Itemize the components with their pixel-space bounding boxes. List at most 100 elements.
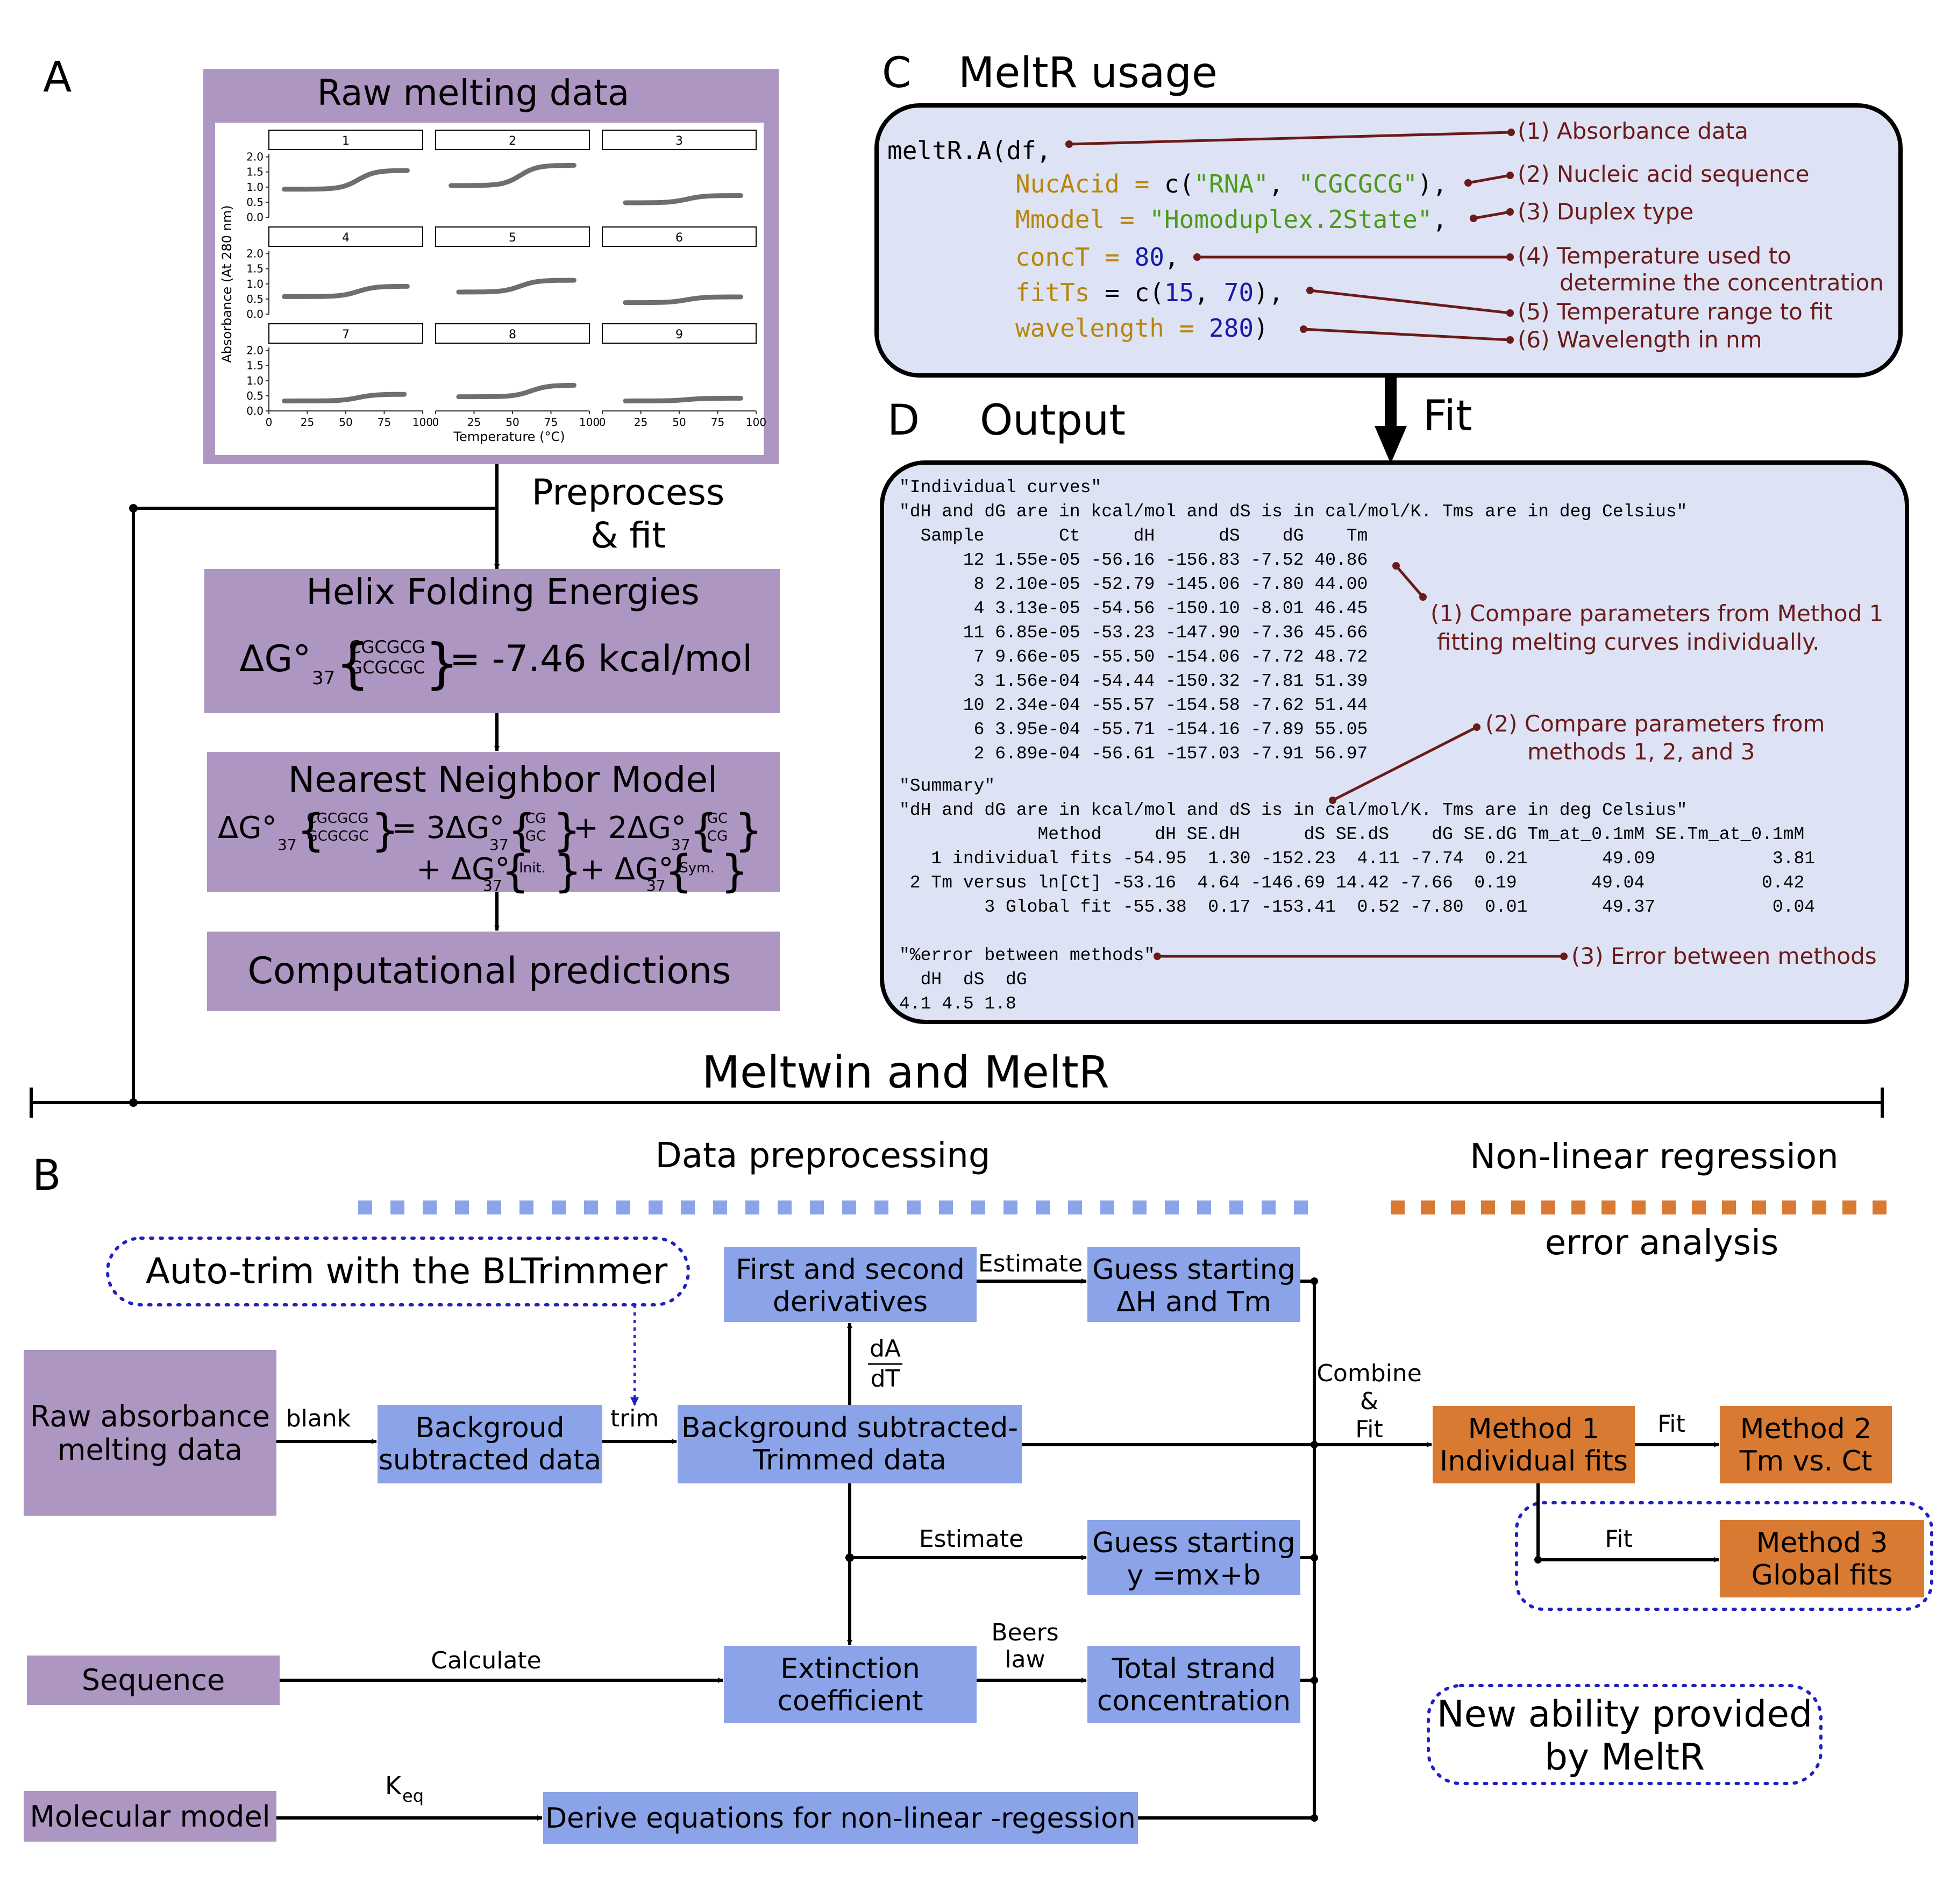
raw-absorbance-box	[24, 1350, 276, 1516]
nn-brace-close-2: }	[553, 805, 581, 856]
helix-brace-open: {	[336, 632, 370, 695]
ext-line-2: coefficient	[777, 1685, 923, 1717]
melting-curve	[623, 193, 743, 205]
facet-strip	[602, 130, 757, 150]
connector-c1	[1069, 131, 1512, 146]
y-tick-label: 1.0	[246, 181, 264, 194]
x-tick-label: 50	[506, 416, 519, 429]
da-label: dA	[870, 1335, 901, 1362]
melting-curve	[282, 168, 410, 192]
y-tick-label: 2.0	[246, 151, 264, 164]
nn-brace-close-4: }	[554, 846, 582, 897]
bg-trim-line-1: Background subtracted-	[681, 1412, 1018, 1444]
facet-strip	[602, 226, 757, 247]
derivatives-box	[724, 1247, 977, 1322]
helix-dg-sub: 37	[312, 667, 335, 689]
nn-gc-top: GC	[707, 811, 728, 827]
deriv-line-1: First and second	[736, 1254, 965, 1286]
divider-junction	[129, 1098, 138, 1107]
code-line-2: NucAcid = c("RNA", "CGCGCG"),	[1015, 169, 1447, 198]
derive-equations-box	[543, 1792, 1138, 1844]
x-tick-label: 0	[266, 416, 273, 429]
nn-eq-b: + 2ΔG°	[573, 811, 686, 846]
melting-curve	[623, 395, 743, 403]
sequence-box	[27, 1656, 280, 1705]
sequence-label: Sequence	[82, 1663, 225, 1697]
x-tick-label: 0	[599, 416, 606, 429]
output-text: "Individual curves" "dH and dG are in kc…	[899, 478, 1815, 1014]
nearest-neighbor-box	[207, 752, 780, 892]
keq-k: K	[385, 1771, 402, 1800]
output-panel	[880, 460, 1909, 1024]
fit-label-a: Fit	[1657, 1410, 1685, 1438]
method-2-box	[1720, 1406, 1892, 1483]
header-nonlinear: Non-linear regression	[1470, 1137, 1838, 1177]
y-tick-label: 0.0	[246, 211, 264, 224]
output-line: 3 Global fit -55.38 0.17 -153.41 0.52 -7…	[899, 897, 1815, 917]
output-line: 8 2.10e-05 -52.79 -145.06 -7.80 44.00	[899, 574, 1368, 594]
panel-d-letter: D	[887, 396, 920, 445]
m2-line-2: Tm vs. Ct	[1739, 1445, 1873, 1477]
nn-dg-symbol: ΔG°	[218, 811, 277, 846]
helix-energies-box	[204, 569, 780, 713]
nn-brace-close: }	[371, 805, 399, 856]
bg-sub-line-1: Backgroud	[415, 1412, 564, 1444]
y-tick-label: 0.5	[246, 196, 264, 209]
method-3-box	[1720, 1520, 1924, 1597]
legend-new-ability-bubble	[1427, 1684, 1823, 1785]
x-tick-label: 25	[634, 416, 647, 429]
facet-label: 4	[342, 231, 350, 245]
y-tick-label: 1.5	[246, 359, 264, 372]
helix-seq-top: CGCGCG	[349, 637, 425, 657]
facet-plot-area	[215, 123, 764, 455]
nn-brace-open: {	[297, 805, 325, 856]
estimate-label-2: Estimate	[919, 1525, 1023, 1553]
output-line: 4 3.13e-05 -54.56 -150.10 -8.01 46.45	[899, 599, 1368, 619]
annot-c6: (6) Wavelength in nm	[1518, 326, 1762, 353]
output-line: 2 Tm versus ln[Ct] -53.16 4.64 -146.69 1…	[899, 873, 1804, 893]
panel-d-title: Output	[980, 396, 1126, 445]
nn-brace-open-2: {	[508, 805, 536, 856]
facet-label: 7	[342, 328, 350, 342]
output-line: "dH and dG are in kcal/mol and dS is in …	[899, 502, 1687, 522]
method-1-box	[1433, 1406, 1635, 1483]
y-tick-label: 2.0	[246, 344, 264, 357]
bg-sub-line-2: subtracted data	[379, 1444, 601, 1476]
output-line: 2 6.89e-04 -56.61 -157.03 -7.91 56.97	[899, 744, 1368, 764]
facet-strip	[268, 323, 423, 344]
melting-curve	[456, 382, 576, 400]
nn-dg-sub: 37	[277, 836, 297, 854]
preprocess-label: Preprocess	[532, 472, 725, 513]
annot-d1b: fitting melting curves individually.	[1437, 629, 1820, 655]
legend-line-2: by MeltR	[1544, 1736, 1705, 1779]
annot-c5: (5) Temperature range to fit	[1518, 299, 1833, 325]
beers-line-1: Beers	[991, 1619, 1058, 1646]
x-tick-label: 100	[412, 416, 433, 429]
facet-strip	[435, 130, 590, 150]
nn-brace-open-3: {	[689, 805, 717, 856]
guess-y-line-2: y =mx+b	[1127, 1559, 1261, 1592]
raw-melting-title: Raw melting data	[317, 72, 630, 113]
melting-curve	[282, 392, 407, 403]
derive-label: Derive equations for non-linear -regessi…	[545, 1802, 1136, 1835]
y-tick-label: 0.5	[246, 293, 264, 306]
nn-brace-open-4: {	[501, 846, 529, 897]
connector-c5	[1309, 289, 1511, 315]
guess-dh-line-2: ΔH and Tm	[1116, 1286, 1271, 1318]
guess-dh-line-1: Guess starting	[1092, 1254, 1295, 1286]
melting-curve	[282, 283, 410, 299]
nn-sub-3: 37	[483, 877, 502, 894]
chart-xlabel: Temperature (°C)	[453, 429, 565, 444]
facet-strip	[435, 226, 590, 247]
annot-c1: (1) Absorbance data	[1518, 118, 1748, 144]
nn-cg-top: CG	[525, 811, 546, 827]
annot-d3: (3) Error between methods	[1571, 943, 1877, 969]
nn-eq-a: = 3ΔG°	[392, 811, 504, 846]
y-tick-label: 0.0	[246, 308, 264, 321]
guess-y-line-1: Guess starting	[1092, 1527, 1295, 1559]
y-tick-label: 2.0	[246, 247, 264, 260]
combine-line-3: Fit	[1355, 1416, 1383, 1443]
estimate-label-1: Estimate	[978, 1250, 1083, 1277]
dt-label: dT	[871, 1365, 900, 1393]
